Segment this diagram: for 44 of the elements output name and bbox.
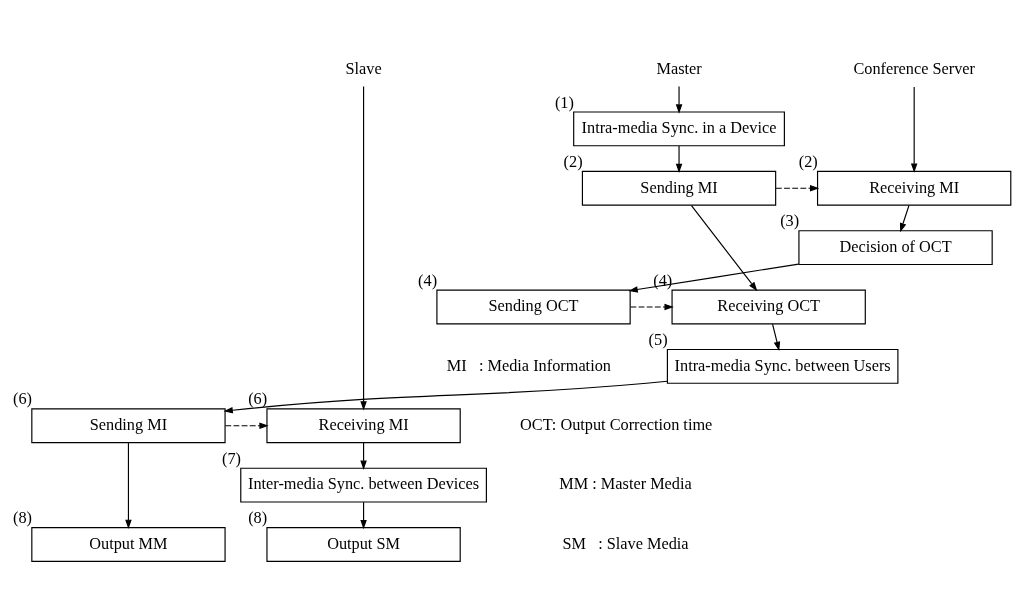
arrow (675, 85, 683, 114)
node-label: (4) (418, 270, 438, 290)
node-box: Inter-media Sync. between Devices (240, 467, 487, 503)
node-label: (2) (798, 151, 818, 171)
node-box: Sending MI (581, 170, 777, 206)
node-label: (6) (13, 388, 33, 408)
arrow (910, 85, 918, 173)
arrow (360, 85, 367, 410)
arrow (628, 263, 800, 293)
node-text: Slave (345, 58, 382, 78)
node-label: (8) (248, 507, 268, 527)
node-box: Receiving MI (266, 407, 461, 443)
node-label: (1) (554, 92, 574, 112)
node-label: (4) (653, 270, 673, 290)
node-box: Output MM (31, 526, 226, 562)
node-label: (5) (648, 329, 668, 349)
node-box: Intra-media Sync. in a Device (573, 110, 785, 146)
node-box: Output SM (266, 526, 461, 562)
arrow (690, 204, 758, 291)
arrow (125, 442, 132, 529)
label: OCT: Output Correction time (520, 414, 713, 434)
node-label: (3) (780, 210, 800, 230)
node-box: Intra-media Sync. between Users (666, 348, 899, 384)
node-label: (6) (248, 388, 268, 408)
arrow (899, 204, 910, 232)
label: SM : Slave Media (562, 533, 689, 553)
node-box: Receiving MI (816, 170, 1012, 206)
label: MM : Master Media (559, 473, 692, 493)
arrow (629, 303, 674, 310)
node-text: Master (656, 58, 702, 78)
node-text: Conference Server (853, 58, 975, 78)
node-label: (7) (221, 448, 241, 468)
node-box: Sending OCT (436, 289, 631, 324)
node-box: Decision of OCT (798, 229, 993, 265)
node-box: Sending MI (31, 407, 226, 443)
node-label: (2) (563, 151, 583, 171)
arrow (771, 322, 781, 351)
label: MI : Media Information (446, 355, 611, 375)
node-box: Receiving OCT (671, 289, 866, 324)
arrow (675, 144, 683, 173)
arrow (775, 184, 820, 192)
node-label: (8) (13, 507, 33, 527)
arrow (223, 380, 668, 413)
arrow (224, 421, 269, 429)
